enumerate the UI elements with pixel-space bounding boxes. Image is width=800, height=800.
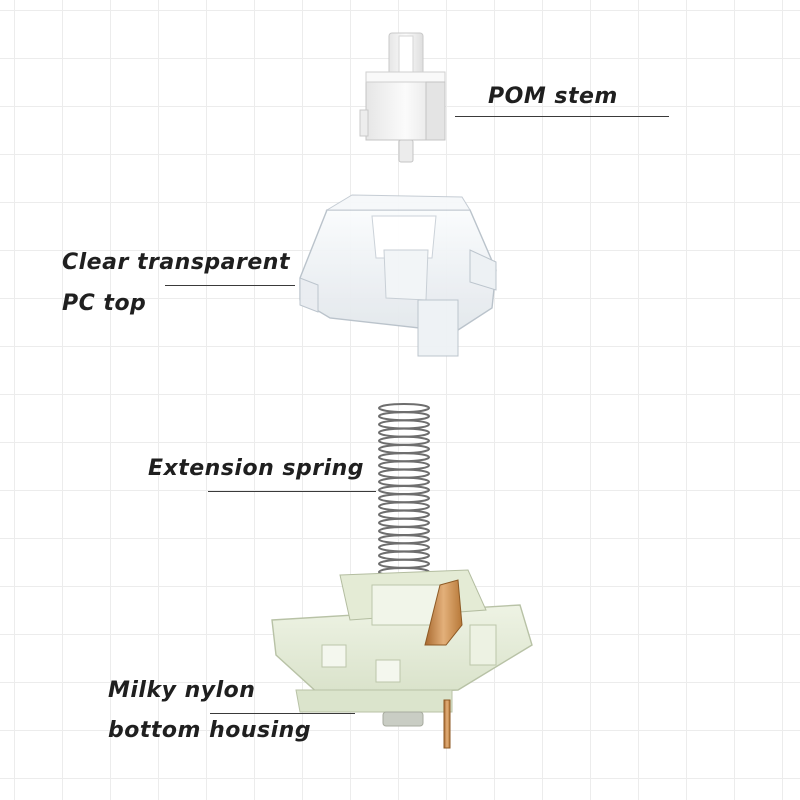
- spring-coil: [378, 558, 430, 569]
- spring-coil: [378, 534, 430, 545]
- spring-coil: [378, 403, 430, 413]
- spring-coil: [378, 485, 430, 495]
- spring-coil: [378, 452, 430, 463]
- spring-coil: [378, 542, 430, 553]
- spring-coil: [378, 460, 430, 471]
- spring-coil: [378, 493, 430, 504]
- spring-coil: [378, 427, 430, 438]
- spring-coil: [378, 476, 430, 487]
- spring-coil: [378, 550, 430, 561]
- label-clear-top-line1: Clear transparent: [62, 250, 290, 275]
- label-clear-top-line2: PC top: [62, 291, 147, 316]
- leader-line-spring: [208, 491, 376, 492]
- spring-coil: [378, 411, 430, 422]
- spring-coil: [378, 444, 430, 454]
- label-pom-stem: POM stem: [488, 84, 618, 109]
- spring-coil: [378, 419, 430, 430]
- spring-coil: [378, 509, 430, 520]
- spring-coil: [378, 517, 430, 528]
- label-housing-line2: bottom housing: [108, 718, 312, 743]
- spring-coil: [378, 526, 430, 536]
- milky-nylon-housing: [271, 569, 533, 749]
- label-extension-spring: Extension spring: [148, 456, 365, 481]
- leader-line-housing: [210, 713, 355, 714]
- label-housing-line1: Milky nylon: [108, 678, 256, 703]
- pom-stem: [359, 32, 446, 163]
- leader-line-stem: [455, 116, 669, 117]
- spring-coil: [378, 435, 430, 446]
- spring-coil: [378, 501, 430, 512]
- spring-coil: [378, 468, 430, 479]
- leader-line-top: [165, 285, 295, 286]
- clear-pc-top: [299, 194, 497, 357]
